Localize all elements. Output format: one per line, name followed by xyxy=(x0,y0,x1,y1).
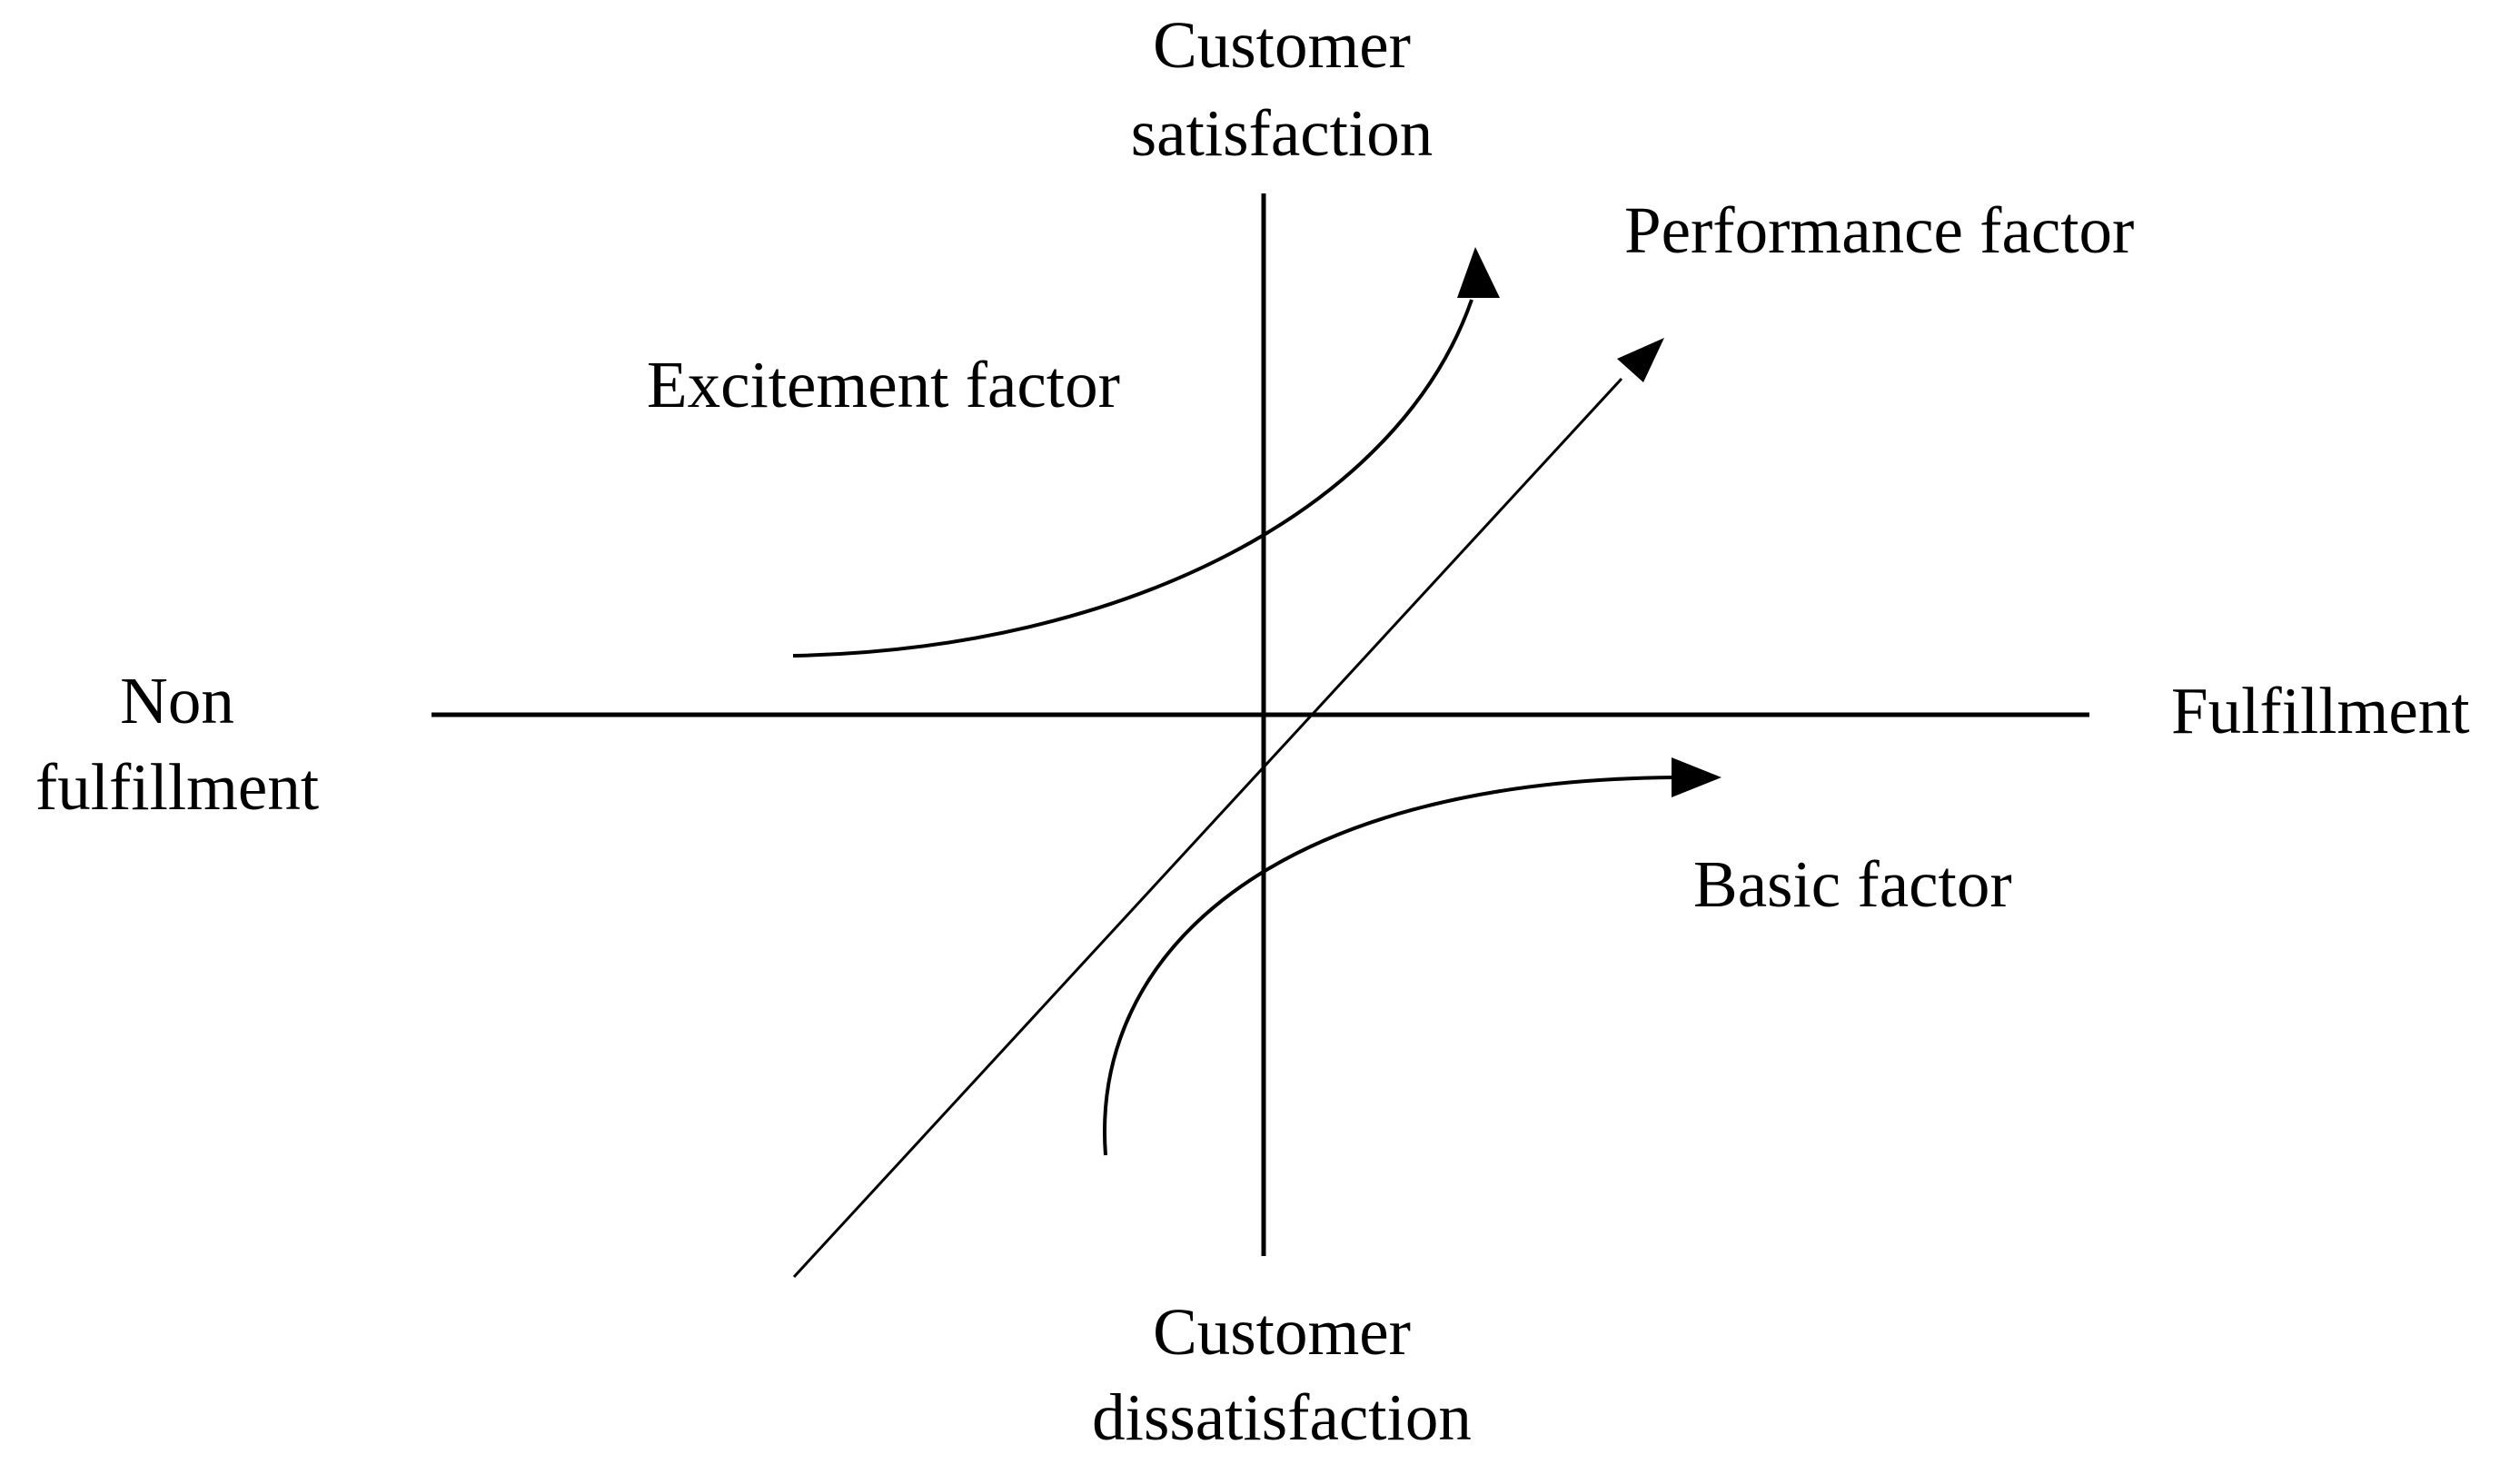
axis-label-right: Fulfillment xyxy=(2171,674,2470,747)
axis-label-bottom-line2: dissatisfaction xyxy=(1092,1380,1472,1454)
basic-factor-curve xyxy=(1103,776,1674,1156)
excitement-factor-label: Excitement factor xyxy=(647,348,1120,421)
axis-label-top-line1: Customer xyxy=(1153,8,1411,82)
axis-label-left-line1: Non xyxy=(120,664,234,737)
performance-factor-line xyxy=(792,377,1623,1279)
axis-label-bottom-line1: Customer xyxy=(1153,1295,1411,1369)
excitement-factor-curve xyxy=(792,299,1473,658)
axis-label-top-line2: satisfaction xyxy=(1131,96,1433,170)
excitement-arrowhead xyxy=(1457,247,1500,298)
basic-arrowhead xyxy=(1672,757,1721,797)
performance-factor-label: Performance factor xyxy=(1624,193,2134,267)
performance-arrowhead xyxy=(1617,338,1664,382)
basic-factor-label: Basic factor xyxy=(1693,847,2012,921)
axis-label-left-line2: fulfillment xyxy=(35,750,319,824)
